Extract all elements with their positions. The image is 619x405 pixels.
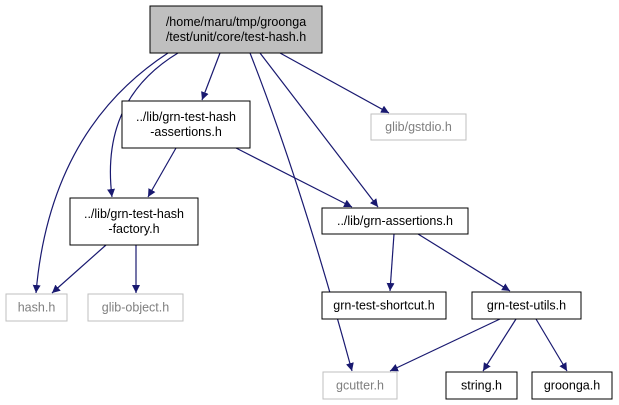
node-label-line: glib-object.h [102, 301, 169, 315]
node-gstdio[interactable]: glib/gstdio.h [370, 113, 467, 141]
node-assertions[interactable]: ../lib/grn-assertions.h [321, 207, 469, 235]
edge-root-to-hash-assertions [201, 52, 221, 101]
node-groonga-h[interactable]: groonga.h [531, 371, 613, 400]
nodes-layer: /home/maru/tmp/groonga/test/unit/core/te… [5, 5, 613, 400]
node-hash-factory[interactable]: ../lib/grn-test-hash-factory.h [69, 197, 199, 246]
node-hash-h[interactable]: hash.h [5, 293, 68, 322]
node-label-line: -assertions.h [150, 125, 222, 139]
edge-root-to-hash-h [32, 52, 169, 294]
node-label-line: /test/unit/core/test-hash.h [166, 30, 306, 44]
node-box [87, 293, 184, 322]
node-box [321, 291, 447, 320]
node-label-line: grn-test-shortcut.h [333, 299, 434, 313]
edge-root-to-gcutter [249, 52, 354, 372]
node-box [370, 113, 467, 141]
node-utils[interactable]: grn-test-utils.h [471, 291, 582, 320]
node-box [445, 371, 518, 400]
edge-utils-to-groonga-h [535, 318, 568, 372]
node-label-line: grn-test-utils.h [487, 299, 566, 313]
node-hash-assertions[interactable]: ../lib/grn-test-hash-assertions.h [121, 100, 251, 149]
node-box [321, 207, 469, 235]
node-label-line: -factory.h [108, 222, 159, 236]
node-box [471, 291, 582, 320]
node-box [149, 5, 323, 54]
node-box [69, 197, 199, 246]
edges-layer [32, 52, 568, 372]
edge-utils-to-string-h [482, 318, 517, 372]
node-label-line: string.h [461, 379, 502, 393]
edge-hash-assertions-to-hash-factory [147, 147, 177, 198]
node-label-line: groonga.h [544, 379, 600, 393]
edge-root-to-assertions [259, 52, 379, 208]
node-string-h[interactable]: string.h [445, 371, 518, 400]
edge-hash-assertions-to-assertions [235, 147, 353, 208]
edge-assertions-to-shortcut [386, 233, 395, 292]
node-label-line: ../lib/grn-test-hash [136, 110, 236, 124]
node-label-line: gcutter.h [336, 379, 384, 393]
node-root[interactable]: /home/maru/tmp/groonga/test/unit/core/te… [149, 5, 323, 54]
node-gcutter[interactable]: gcutter.h [322, 371, 398, 400]
node-label-line: ../lib/grn-assertions.h [337, 214, 453, 228]
node-box [5, 293, 68, 322]
edge-root-to-gstdio [279, 52, 390, 114]
node-glib-object[interactable]: glib-object.h [87, 293, 184, 322]
node-label-line: hash.h [18, 301, 56, 315]
node-label-line: glib/gstdio.h [385, 120, 452, 134]
node-box [531, 371, 613, 400]
node-box [121, 100, 251, 149]
node-shortcut[interactable]: grn-test-shortcut.h [321, 291, 447, 320]
edge-assertions-to-utils [417, 233, 511, 292]
node-box [322, 371, 398, 400]
node-label-line: ../lib/grn-test-hash [84, 207, 184, 221]
edge-utils-to-gcutter [389, 318, 501, 372]
edge-hash-factory-to-hash-h [51, 244, 107, 294]
node-label-line: /home/maru/tmp/groonga [166, 15, 306, 29]
